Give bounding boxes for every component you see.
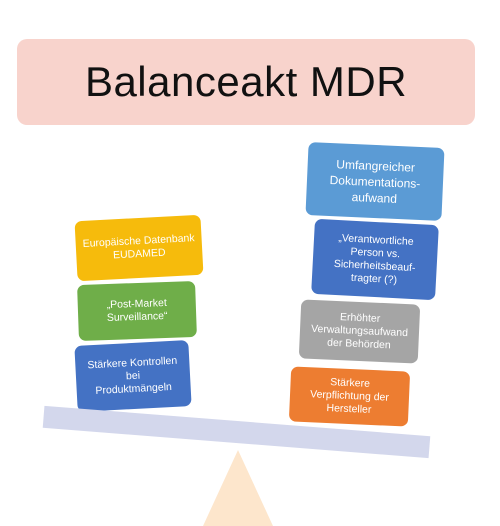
- fulcrum-triangle: [203, 450, 273, 526]
- block-eudamed: Europäische Datenbank EUDAMED: [74, 214, 204, 282]
- page-title: Balanceakt MDR: [84, 58, 408, 105]
- block-staerkere-kontrollen: Stärkere Kontrollen bei Produktmängeln: [74, 340, 192, 412]
- block-post-market-surveillance: „Post-Market Surveillance“: [77, 280, 197, 342]
- block-verwaltungsaufwand: Erhöhter Verwaltungsaufwand der Behörden: [298, 299, 421, 364]
- block-verpflichtung-hersteller: Stärkere Verpflichtung der Hersteller: [288, 366, 411, 427]
- title-banner: Balanceakt MDR: [17, 39, 475, 125]
- block-verantwortliche-person: „Verantwortliche Person vs. Sicherheitsb…: [311, 218, 439, 301]
- block-dokumentationsaufwand: Umfangreicher Dokumentations- aufwand: [305, 142, 445, 221]
